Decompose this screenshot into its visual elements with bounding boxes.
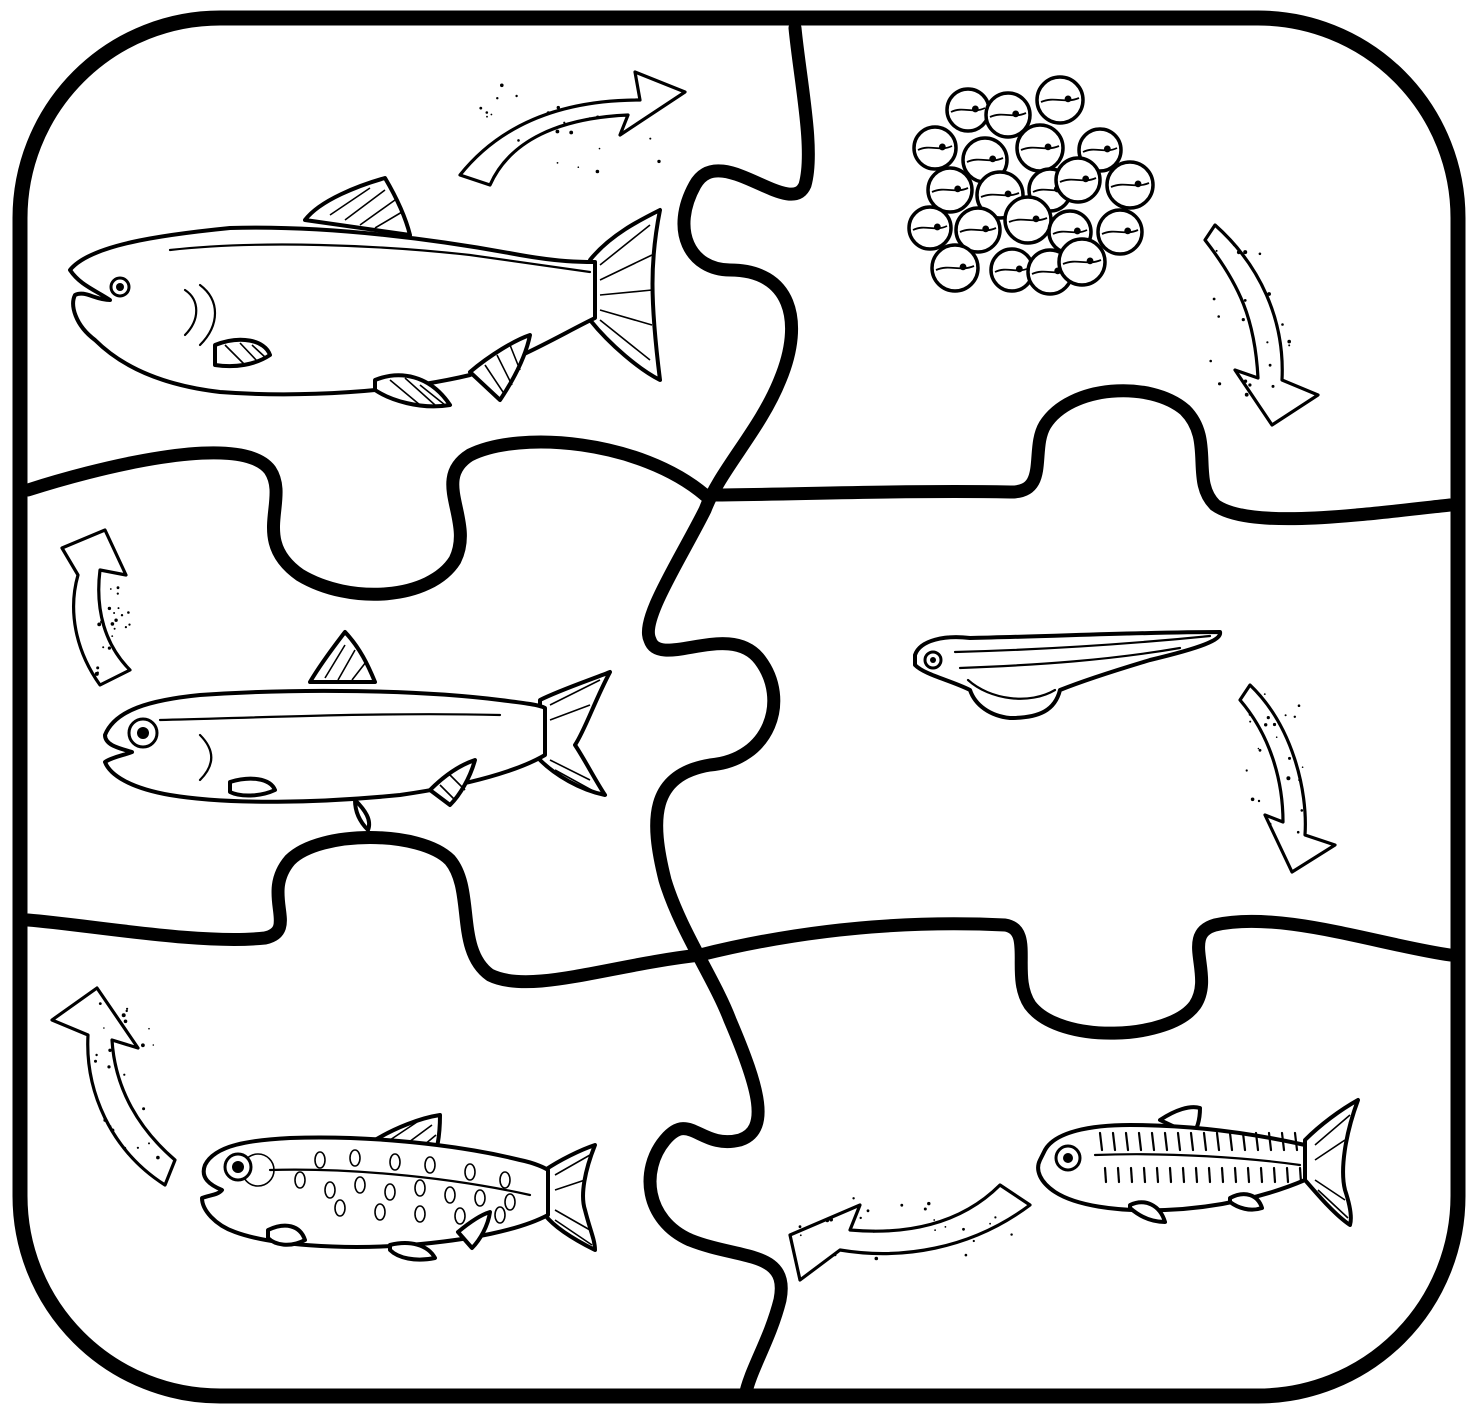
egg-icon: [1098, 210, 1142, 254]
egg-icon: [909, 207, 951, 249]
egg-icon: [932, 245, 978, 291]
egg-icon: [914, 127, 956, 169]
egg-icon: [1059, 239, 1105, 285]
egg-icon: [1037, 77, 1083, 123]
egg-icon: [1017, 125, 1063, 171]
egg-icon: [928, 168, 972, 212]
egg-icon: [1005, 197, 1051, 243]
egg-icon: [1056, 158, 1100, 202]
egg-icon: [947, 89, 989, 131]
egg-icon: [1107, 162, 1153, 208]
